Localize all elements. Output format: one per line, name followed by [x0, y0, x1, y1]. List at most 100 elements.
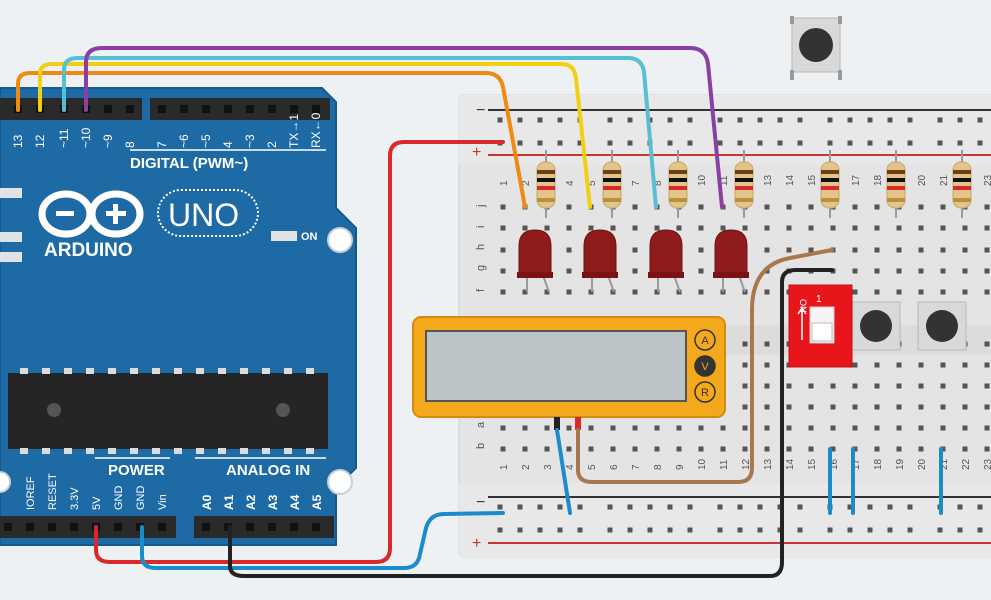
breadboard-hole[interactable]: [523, 447, 528, 452]
breadboard-hole[interactable]: [699, 447, 704, 452]
breadboard-hole[interactable]: [589, 226, 594, 231]
breadboard-hole[interactable]: [677, 226, 682, 231]
rail-hole[interactable]: [628, 141, 633, 146]
pushbutton-1[interactable]: [852, 302, 900, 350]
breadboard-hole[interactable]: [743, 363, 748, 368]
rail-hole[interactable]: [738, 505, 743, 510]
breadboard-hole[interactable]: [633, 426, 638, 431]
breadboard-hole[interactable]: [501, 248, 506, 253]
breadboard-hole[interactable]: [699, 226, 704, 231]
digital-pin-socket[interactable]: [312, 105, 320, 113]
breadboard-hole[interactable]: [545, 226, 550, 231]
rail-hole[interactable]: [518, 528, 523, 533]
breadboard-hole[interactable]: [853, 405, 858, 410]
rail-hole[interactable]: [688, 505, 693, 510]
bottom-pin-socket[interactable]: [70, 523, 78, 531]
bottom-pin-socket[interactable]: [114, 523, 122, 531]
rail-hole[interactable]: [868, 505, 873, 510]
rail-hole[interactable]: [498, 118, 503, 123]
breadboard-hole[interactable]: [633, 269, 638, 274]
breadboard-hole[interactable]: [985, 342, 990, 347]
breadboard-hole[interactable]: [765, 205, 770, 210]
breadboard-hole[interactable]: [721, 447, 726, 452]
digital-pin-socket[interactable]: [290, 105, 298, 113]
breadboard-hole[interactable]: [897, 447, 902, 452]
breadboard-hole[interactable]: [897, 269, 902, 274]
breadboard-hole[interactable]: [963, 226, 968, 231]
rail-hole[interactable]: [578, 505, 583, 510]
rail-hole[interactable]: [888, 505, 893, 510]
rail-hole[interactable]: [938, 528, 943, 533]
breadboard-hole[interactable]: [743, 226, 748, 231]
breadboard-hole[interactable]: [831, 226, 836, 231]
breadboard-hole[interactable]: [765, 342, 770, 347]
breadboard-hole[interactable]: [765, 405, 770, 410]
breadboard-hole[interactable]: [567, 248, 572, 253]
breadboard-hole[interactable]: [853, 384, 858, 389]
rail-hole[interactable]: [628, 118, 633, 123]
breadboard-hole[interactable]: [787, 205, 792, 210]
rail-hole[interactable]: [628, 528, 633, 533]
breadboard-hole[interactable]: [809, 384, 814, 389]
breadboard-hole[interactable]: [611, 426, 616, 431]
rail-hole[interactable]: [668, 141, 673, 146]
breadboard-hole[interactable]: [897, 426, 902, 431]
breadboard-hole[interactable]: [875, 248, 880, 253]
rail-hole[interactable]: [688, 141, 693, 146]
rail-hole[interactable]: [608, 528, 613, 533]
rail-hole[interactable]: [688, 528, 693, 533]
rail-hole[interactable]: [628, 505, 633, 510]
breadboard-hole[interactable]: [875, 226, 880, 231]
breadboard-hole[interactable]: [941, 226, 946, 231]
pushbutton-standalone[interactable]: [790, 16, 842, 80]
rail-hole[interactable]: [558, 141, 563, 146]
bottom-pin-socket[interactable]: [312, 523, 320, 531]
breadboard-hole[interactable]: [501, 226, 506, 231]
breadboard-hole[interactable]: [919, 447, 924, 452]
breadboard-hole[interactable]: [523, 426, 528, 431]
breadboard-hole[interactable]: [633, 248, 638, 253]
rail-hole[interactable]: [978, 118, 983, 123]
rail-hole[interactable]: [828, 528, 833, 533]
breadboard-hole[interactable]: [699, 248, 704, 253]
breadboard-hole[interactable]: [809, 426, 814, 431]
breadboard-hole[interactable]: [721, 226, 726, 231]
rail-hole[interactable]: [608, 118, 613, 123]
rail-hole[interactable]: [778, 118, 783, 123]
breadboard-hole[interactable]: [765, 290, 770, 295]
rail-hole[interactable]: [758, 141, 763, 146]
breadboard-hole[interactable]: [919, 384, 924, 389]
breadboard-hole[interactable]: [611, 447, 616, 452]
rail-hole[interactable]: [908, 528, 913, 533]
breadboard-hole[interactable]: [963, 447, 968, 452]
rail-hole[interactable]: [718, 141, 723, 146]
breadboard-hole[interactable]: [787, 426, 792, 431]
breadboard-hole[interactable]: [963, 426, 968, 431]
digital-pin-socket[interactable]: [158, 105, 166, 113]
breadboard-hole[interactable]: [853, 426, 858, 431]
breadboard-hole[interactable]: [985, 405, 990, 410]
bottom-pin-socket[interactable]: [202, 523, 210, 531]
breadboard-hole[interactable]: [809, 405, 814, 410]
breadboard-hole[interactable]: [545, 426, 550, 431]
breadboard-hole[interactable]: [853, 269, 858, 274]
breadboard-hole[interactable]: [743, 426, 748, 431]
rail-hole[interactable]: [848, 528, 853, 533]
rail-hole[interactable]: [958, 141, 963, 146]
breadboard-hole[interactable]: [765, 447, 770, 452]
breadboard-hole[interactable]: [765, 226, 770, 231]
breadboard-hole[interactable]: [633, 226, 638, 231]
rail-hole[interactable]: [518, 505, 523, 510]
digital-pin-socket[interactable]: [104, 105, 112, 113]
rail-hole[interactable]: [668, 528, 673, 533]
breadboard-hole[interactable]: [765, 248, 770, 253]
breadboard-hole[interactable]: [941, 205, 946, 210]
breadboard-hole[interactable]: [963, 363, 968, 368]
breadboard-hole[interactable]: [919, 205, 924, 210]
breadboard-hole[interactable]: [567, 426, 572, 431]
breadboard-hole[interactable]: [963, 384, 968, 389]
breadboard-hole[interactable]: [743, 447, 748, 452]
bottom-pin-socket[interactable]: [268, 523, 276, 531]
rail-hole[interactable]: [738, 141, 743, 146]
rail-hole[interactable]: [938, 118, 943, 123]
